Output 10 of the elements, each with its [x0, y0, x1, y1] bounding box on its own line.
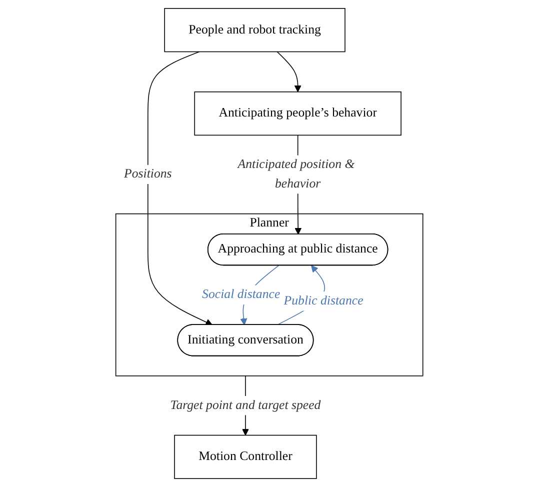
node-box: Motion Controller	[174, 434, 317, 479]
edge-label: Social distance	[202, 288, 280, 302]
edge-label: Public distance	[284, 294, 364, 308]
edge-label: Anticipated position & behavior	[238, 158, 355, 191]
edge-label: Positions	[124, 167, 172, 181]
arrow	[276, 51, 302, 92]
arrow	[148, 51, 213, 326]
edge-label: Target point and target speed	[170, 398, 321, 412]
node-box: Anticipating people’s behavior	[194, 91, 402, 136]
node-box: People and robot tracking	[164, 8, 346, 52]
